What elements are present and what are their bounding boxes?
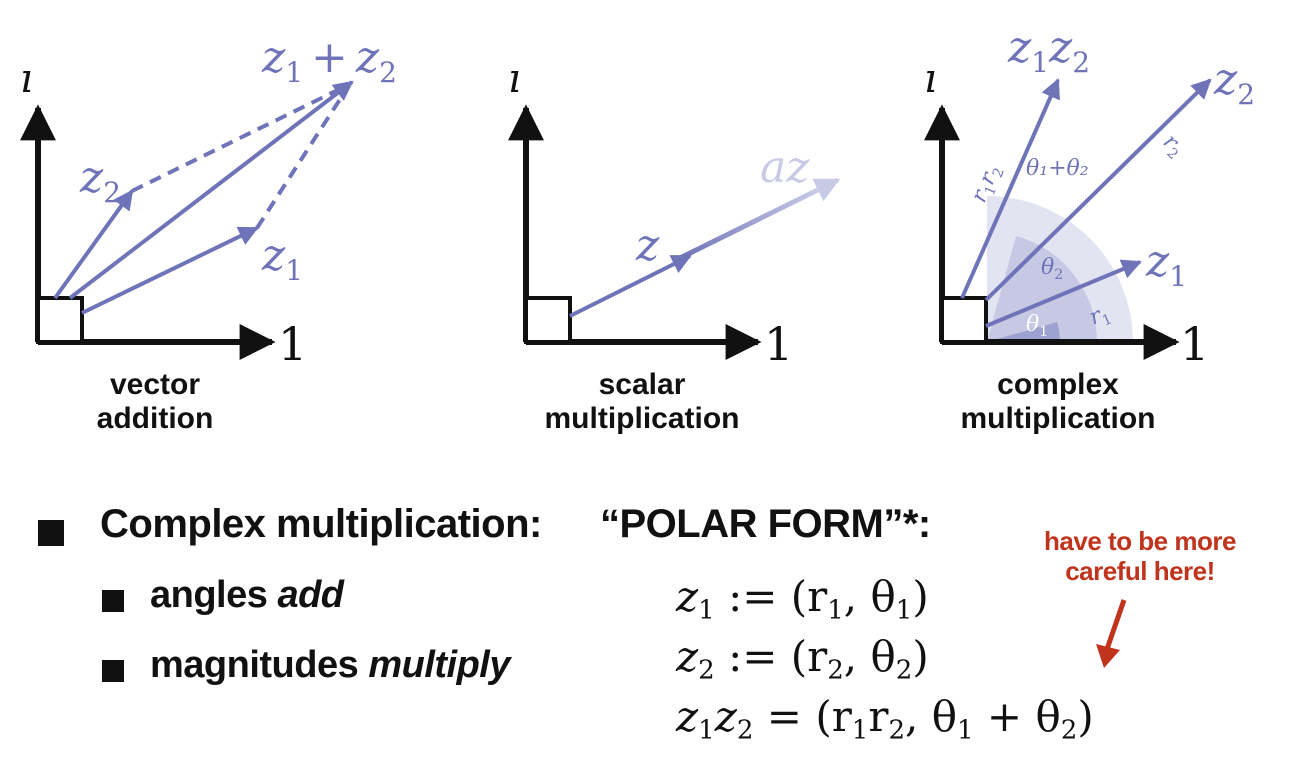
vector-z2 [53,189,134,300]
z2-label: z2 [1213,54,1255,111]
polar-eq2: z2 := (r2, θ2) [676,632,929,686]
vector-az [678,177,841,261]
bullet-sub1-text: angles [150,574,278,616]
caption-line1: scalar [599,368,686,401]
r2-label: r2 [1156,129,1189,163]
dashed-z1-to-sum [255,88,348,230]
origin-box [36,296,84,344]
angle-wedge-theta1 [987,322,1060,342]
diagram-complex-multiplication: ı 1 z1z2 z2 z1 r2 r1r2 r1 θ₁+θ₂ [924,22,1255,435]
vector-z [569,254,692,318]
vector-z1 [985,259,1142,328]
polar-heading: “POLAR FORM”*: [600,502,931,546]
caption-line2: multiplication [961,402,1156,435]
bullet-sub1-emphasis: add [277,574,344,616]
bullet-sub2-emphasis: multiply [368,644,510,686]
z1-label: z1 [261,230,303,287]
axis-i-label: ı [508,56,521,102]
bullet-main-text: Complex multiplication: [100,502,542,546]
sum-label: z1+z2 [261,32,397,89]
theta-sum-label: θ₁+θ₂ [1026,156,1089,181]
axis-i-label: ı [20,56,33,102]
bullet-sub1: angles add [150,574,344,617]
caption-line2: multiplication [545,402,740,435]
bullet-sub2: magnitudes multiply [150,644,510,687]
origin-box [524,296,572,344]
vector-z1z2 [960,78,1060,299]
z1-label: z1 [1145,236,1187,293]
theta2-label: θ2 [1041,255,1063,283]
axis-1-label: 1 [764,317,793,371]
bullet-sub2-text: magnitudes [150,644,369,686]
theta1-label: θ1 [1026,312,1048,340]
z2-label: z2 [79,152,121,209]
bullet-square-sub1 [102,590,124,612]
vector-sum [68,80,354,300]
polar-eq3: z1z2 = (r1r2, θ1 + θ2) [676,692,1094,746]
vector-z2 [984,78,1212,302]
bullet-square-sub2 [102,660,124,682]
z-label: z [635,220,660,271]
diagram-vector-addition: ı 1 z2 z1 z1+z2 vector addition [19,32,397,435]
caption-line2: addition [97,402,214,435]
diagram-scalar-multiplication: ı 1 z az scalar multiplication [508,56,841,435]
note-arrow [1096,599,1127,668]
bullet-square-main [38,520,64,546]
r1r2-label: r1r2 [967,161,1008,208]
z1z2-label: z1z2 [1007,22,1090,79]
vector-z1 [81,226,259,315]
polar-eq1: z1 := (r1, θ1) [676,572,929,626]
origin-box [940,296,988,344]
caption-line1: complex [997,368,1119,401]
axis-1-label: 1 [278,317,307,371]
axis-i-label: ı [924,56,937,102]
axis-1-label: 1 [1180,317,1209,371]
az-label: az [760,142,810,193]
note-line1: have to be more [1044,526,1236,556]
note-line2: careful here! [1065,556,1215,586]
caption-line1: vector [110,368,200,401]
